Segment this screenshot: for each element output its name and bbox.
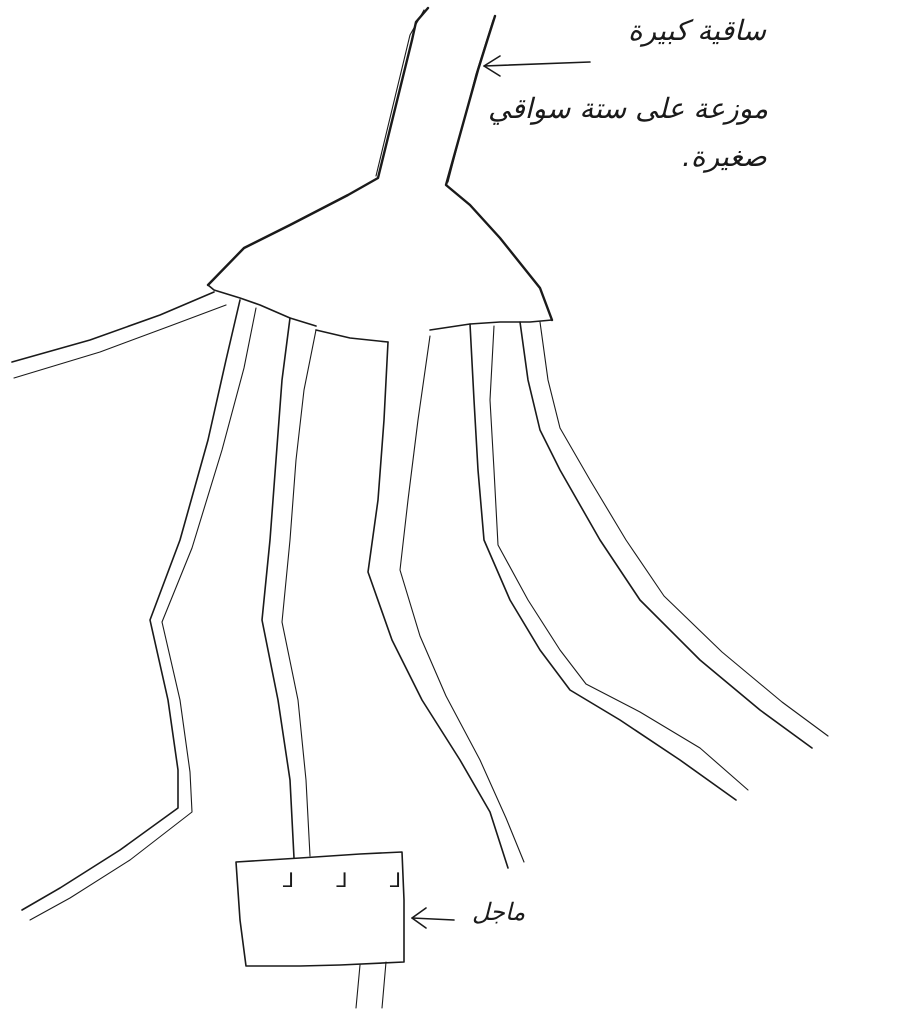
small-canal-4 (368, 336, 524, 868)
main-canal-label-line2: موزعة على ستة سواقي (488, 92, 768, 125)
small-canal-5 (470, 324, 748, 800)
small-canal-2 (22, 300, 256, 920)
small-canal-3 (262, 318, 316, 858)
basin-label: ماجل (472, 898, 525, 926)
basin-arrow (412, 908, 454, 928)
basin-inlet-marks: ⅃ ⅃ ⅃ (283, 868, 419, 892)
main-canal (208, 8, 552, 320)
main-canal-arrow (484, 56, 590, 76)
main-canal-label-line1: ساقية كبيرة (628, 14, 766, 47)
main-canal-label-line3: صغيرة. (682, 140, 767, 173)
distributor-basin (208, 285, 552, 342)
small-canal-1 (12, 292, 226, 378)
